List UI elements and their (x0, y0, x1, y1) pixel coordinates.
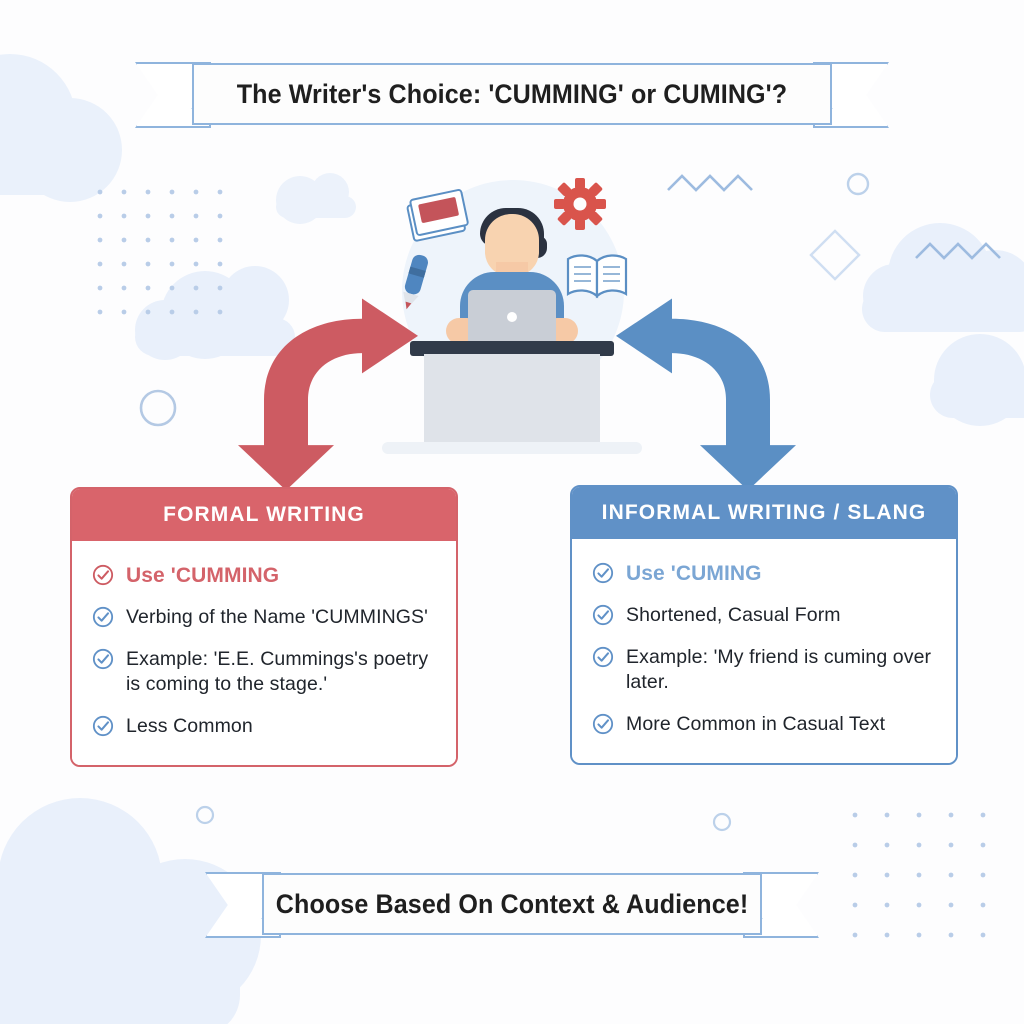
list-item: Use 'CUMING (592, 561, 936, 586)
card-title-informal: INFORMAL WRITING / SLANG (601, 501, 927, 524)
curved-arrow-to-informal (616, 298, 796, 491)
page-title: The Writer's Choice: 'CUMMING' or CUMING… (236, 78, 788, 109)
check-circle-icon (92, 606, 114, 628)
conclusion-text: Choose Based On Context & Audience! (275, 888, 749, 919)
title-banner: The Writer's Choice: 'CUMMING' or CUMING… (135, 48, 889, 140)
gear-icon (554, 178, 606, 230)
zigzag-top-right (915, 242, 1001, 260)
check-circle-icon (592, 604, 614, 626)
desk-front (424, 354, 600, 444)
list-item: More Common in Casual Text (592, 712, 936, 737)
diamond-outline (809, 229, 861, 281)
list-item-label: Shortened, Casual Form (626, 604, 841, 626)
list-item: Use 'CUMMING (92, 563, 436, 588)
list-item-label: More Common in Casual Text (626, 713, 886, 735)
ribbon-panel: The Writer's Choice: 'CUMMING' or CUMING… (192, 63, 832, 125)
list-item-label: Example: 'E.E. Cummings's poetry is comi… (126, 648, 429, 695)
check-circle-icon (592, 713, 614, 735)
laptop-logo (507, 312, 517, 322)
conclusion-banner: Choose Based On Context & Audience! (205, 858, 819, 950)
check-circle-icon (92, 715, 114, 737)
check-circle-icon (592, 646, 614, 668)
cloud-right-upper (862, 223, 1024, 332)
curved-arrow-to-formal (238, 298, 418, 491)
cloud-bottom-right (930, 334, 1024, 426)
list-item: Shortened, Casual Form (592, 603, 936, 628)
dot-grid-bottom-right (852, 812, 986, 938)
card-body-informal: Use 'CUMING Shortened, Casual Form Examp… (572, 539, 956, 763)
list-item-label: Use 'CUMMING (126, 564, 280, 587)
photo-card-icon (406, 189, 469, 242)
list-item: Less Common (92, 714, 436, 739)
writer-at-desk-illustration (372, 172, 652, 462)
list-item-label: Example: 'My friend is cuming over later… (626, 646, 932, 693)
check-circle-icon (92, 648, 114, 670)
card-header-formal: FORMAL WRITING (72, 489, 456, 541)
list-item: Example: 'My friend is cuming over later… (592, 645, 936, 695)
informal-writing-card: INFORMAL WRITING / SLANG Use 'CUMING Sho… (570, 485, 958, 765)
desk-top (410, 341, 614, 356)
formal-writing-card: FORMAL WRITING Use 'CUMMING Verbing of t… (70, 487, 458, 767)
cloud-top-left (0, 54, 122, 202)
zigzag-top-left (667, 174, 753, 192)
laptop-icon (468, 290, 556, 342)
check-circle-icon (92, 564, 114, 586)
list-item-label: Less Common (126, 715, 253, 737)
ribbon-panel: Choose Based On Context & Audience! (262, 873, 762, 935)
list-item: Example: 'E.E. Cummings's poetry is comi… (92, 647, 436, 697)
card-body-formal: Use 'CUMMING Verbing of the Name 'CUMMIN… (72, 541, 456, 765)
card-title-formal: FORMAL WRITING (163, 503, 365, 526)
ring-left (139, 389, 177, 427)
list-item-label: Use 'CUMING (626, 562, 762, 585)
list-item-label: Verbing of the Name 'CUMMINGS' (126, 606, 428, 628)
ring-bottom-left (195, 805, 215, 825)
card-header-informal: INFORMAL WRITING / SLANG (572, 487, 956, 539)
check-circle-icon (592, 562, 614, 584)
ring-bottom-mid (712, 812, 732, 832)
list-item: Verbing of the Name 'CUMMINGS' (92, 605, 436, 630)
cloud-small-top-left (276, 173, 356, 224)
ring-top-right (846, 172, 870, 196)
pen-icon (403, 254, 428, 310)
open-book-icon (566, 254, 628, 299)
desk-shadow (382, 442, 642, 454)
